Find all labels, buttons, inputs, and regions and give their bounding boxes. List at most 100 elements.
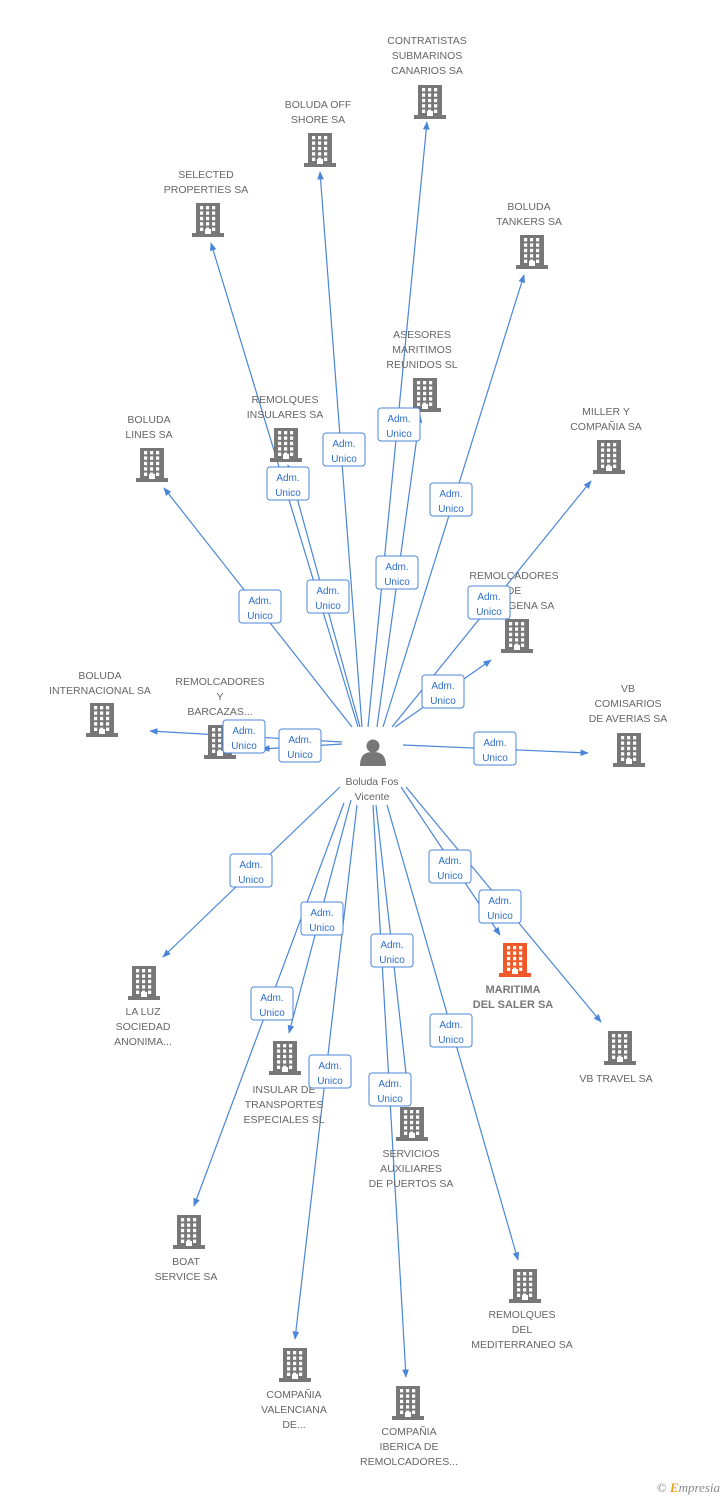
edge-label-maritima[interactable]: Adm.Unico (428, 849, 472, 884)
company-label[interactable]: ESPECIALES SL (243, 1114, 324, 1126)
company-label[interactable]: SUBMARINOS (392, 50, 463, 62)
company-label[interactable]: MARITIMA (486, 984, 541, 996)
building-icon[interactable] (128, 966, 160, 1000)
building-icon[interactable] (414, 85, 446, 119)
edge-label-internacional[interactable]: Adm.Unico (222, 719, 266, 754)
building-icon[interactable] (136, 448, 168, 482)
company-label[interactable]: BOLUDA (78, 670, 121, 682)
edge-label-valenciana[interactable]: Adm.Unico (308, 1054, 352, 1089)
company-label[interactable]: INSULARES SA (247, 409, 323, 421)
company-label[interactable]: DEL SALER SA (473, 999, 554, 1011)
company-label[interactable]: CANARIOS SA (391, 65, 463, 77)
building-icon[interactable] (613, 733, 645, 767)
building-icon[interactable] (509, 1269, 541, 1303)
company-label[interactable]: MEDITERRANEO SA (471, 1339, 573, 1351)
edge-label-offshore[interactable]: Adm.Unico (322, 432, 366, 467)
company-label[interactable]: REMOLQUES (488, 1309, 555, 1321)
person-label[interactable]: Vicente (355, 791, 390, 803)
company-label[interactable]: DE PUERTOS SA (369, 1178, 454, 1190)
company-label[interactable]: SERVICE SA (155, 1271, 218, 1283)
building-icon[interactable] (392, 1386, 424, 1420)
edge-label-text: Unico (437, 871, 463, 882)
company-label[interactable]: INSULAR DE (252, 1084, 315, 1096)
company-label[interactable]: TRANSPORTES (245, 1099, 324, 1111)
company-label[interactable]: VB TRAVEL SA (579, 1073, 652, 1085)
edge-label-lines[interactable]: Adm.Unico (238, 589, 282, 624)
company-label[interactable]: COMPAÑIA (381, 1425, 436, 1438)
company-label[interactable]: SERVICIOS (383, 1148, 440, 1160)
company-label[interactable]: BOLUDA (507, 201, 550, 213)
company-label[interactable]: CONTRATISTAS (387, 35, 467, 47)
person-label[interactable]: Boluda Fos (345, 776, 398, 788)
company-label[interactable]: ASESORES (393, 329, 451, 341)
building-icon[interactable] (279, 1348, 311, 1382)
building-icon[interactable] (409, 378, 441, 412)
edge-label-barcazas[interactable]: Adm.Unico (278, 728, 322, 763)
edge-label-selected[interactable]: Adm.Unico (266, 466, 310, 501)
edge-label-text: Adm. (477, 592, 500, 603)
company-label[interactable]: TANKERS SA (496, 216, 562, 228)
edge-label-contratistas[interactable]: Adm.Unico (377, 407, 421, 442)
company-label[interactable]: SHORE SA (291, 114, 345, 126)
edge-label-asesores[interactable]: Adm.Unico (375, 555, 419, 590)
company-label[interactable]: REUNIDOS SL (386, 359, 457, 371)
edge-label-servicios[interactable]: Adm.Unico (370, 933, 414, 968)
building-icon[interactable] (86, 703, 118, 737)
company-label[interactable]: BARCAZAS... (187, 706, 252, 718)
edge-label-iberica[interactable]: Adm.Unico (368, 1072, 412, 1107)
company-label[interactable]: DE... (282, 1419, 305, 1431)
building-icon[interactable] (269, 1041, 301, 1075)
company-label[interactable]: VALENCIANA (261, 1404, 327, 1416)
edge-label-luz[interactable]: Adm.Unico (229, 853, 273, 888)
company-label[interactable]: IBERICA DE (380, 1441, 439, 1453)
building-icon[interactable] (396, 1107, 428, 1141)
company-label[interactable]: Y (216, 691, 223, 703)
company-label[interactable]: SELECTED (178, 169, 234, 181)
edge-label-text: Adm. (248, 596, 271, 607)
company-label[interactable]: LA LUZ (125, 1006, 161, 1018)
company-label[interactable]: DE AVERIAS SA (589, 713, 668, 725)
edge-label-tankers[interactable]: Adm.Unico (429, 482, 473, 517)
edge-label-mediterraneo[interactable]: Adm.Unico (429, 1013, 473, 1048)
company-label[interactable]: REMOLCADORES... (360, 1456, 458, 1468)
company-label[interactable]: COMPAÑIA SA (570, 420, 642, 433)
company-label[interactable]: ANONIMA... (114, 1036, 172, 1048)
edge-label-vbtravel[interactable]: Adm.Unico (478, 889, 522, 924)
building-icon[interactable] (173, 1215, 205, 1249)
company-label[interactable]: REMOLCADORES (469, 570, 558, 582)
building-icon[interactable] (516, 235, 548, 269)
building-icon[interactable] (304, 133, 336, 167)
edge-label-miller[interactable]: Adm. Unico (467, 585, 511, 620)
building-icon[interactable] (270, 428, 302, 462)
company-label[interactable]: VB (621, 683, 635, 695)
company-label[interactable]: MARITIMOS (392, 344, 452, 356)
company-label[interactable]: BOLUDA OFF (285, 99, 352, 111)
company-label[interactable]: COMPAÑIA (266, 1388, 321, 1401)
edge-label-remolques_ins[interactable]: Adm.Unico (306, 579, 350, 614)
company-label[interactable]: MILLER Y (582, 406, 630, 418)
company-label[interactable]: REMOLCADORES (175, 676, 264, 688)
edge-label-insular[interactable]: Adm.Unico (300, 901, 344, 936)
company-label[interactable]: LINES SA (125, 429, 172, 441)
company-label[interactable]: AUXILIARES (380, 1163, 442, 1175)
company-label[interactable]: SOCIEDAD (116, 1021, 171, 1033)
company-label[interactable]: DEL (512, 1324, 533, 1336)
person-icon[interactable] (360, 739, 386, 767)
edge-label-text: Unico (377, 1094, 403, 1105)
company-label[interactable]: BOLUDA (127, 414, 170, 426)
edge-label-boat[interactable]: Adm.Unico (250, 986, 294, 1021)
edge-label-comisarios[interactable]: Adm.Unico (473, 731, 517, 766)
company-label[interactable]: INTERNACIONAL SA (49, 685, 151, 697)
company-label[interactable]: BOAT (172, 1256, 200, 1268)
company-label[interactable]: PROPERTIES SA (164, 184, 248, 196)
building-icon[interactable] (593, 440, 625, 474)
edge-label-text: Unico (386, 429, 412, 440)
company-label[interactable]: COMISARIOS (594, 698, 661, 710)
building-icon[interactable] (499, 943, 531, 977)
building-icon[interactable] (604, 1031, 636, 1065)
edge-label-text: Unico (476, 607, 502, 618)
building-icon[interactable] (192, 203, 224, 237)
edge-label-cartagena[interactable]: Adm.Unico (421, 674, 465, 709)
company-label[interactable]: REMOLQUES (251, 394, 318, 406)
building-icon[interactable] (501, 619, 533, 653)
